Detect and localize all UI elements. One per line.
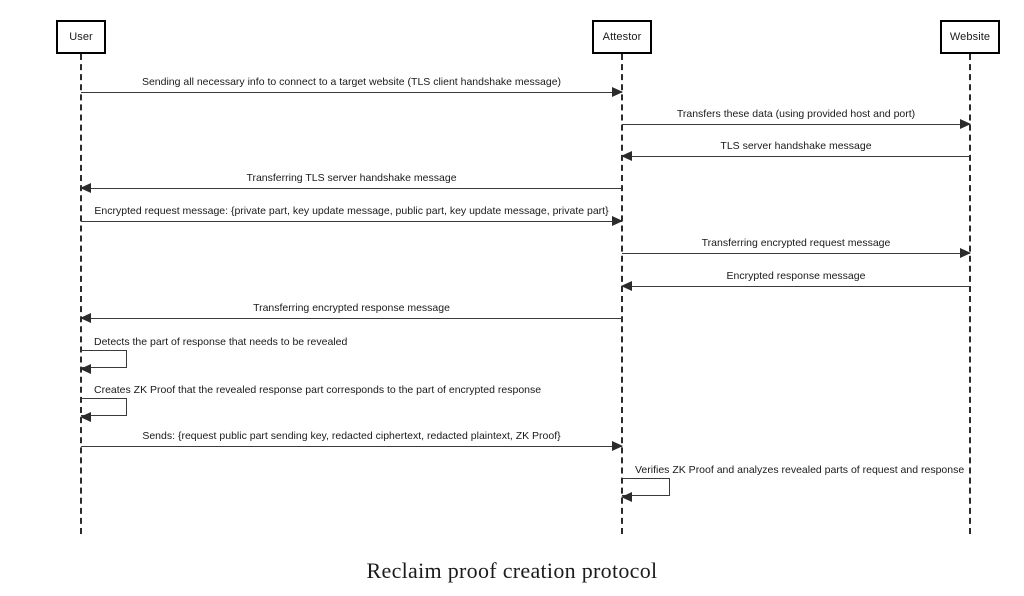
participant-label: Attestor (602, 31, 642, 43)
arrowhead-left-icon (80, 363, 91, 374)
self-message-segment (81, 415, 127, 416)
participant-label: Website (949, 31, 991, 43)
arrowhead-left-icon (80, 183, 91, 193)
self-message-10 (80, 398, 127, 422)
self-message-segment (622, 478, 670, 479)
participant-user: User (56, 20, 106, 54)
self-message-segment (622, 495, 670, 496)
self-message-label: Verifies ZK Proof and analyzes revealed … (635, 464, 965, 476)
message-line (622, 124, 970, 125)
self-message-label: Detects the part of response that needs … (94, 336, 348, 348)
message-line (81, 221, 622, 222)
self-message-segment (669, 478, 670, 496)
participant-label: User (69, 31, 93, 43)
message-label: Encrypted request message: {private part… (94, 205, 609, 217)
message-label: Encrypted response message (726, 270, 866, 282)
figure-caption: Reclaim proof creation protocol (366, 558, 658, 583)
self-message-12 (621, 478, 670, 502)
message-label: Transferring encrypted response message (253, 302, 450, 314)
lifeline-attestor (621, 54, 623, 534)
arrowhead-left-icon (621, 491, 632, 502)
message-label: TLS server handshake message (720, 140, 872, 152)
message-line (81, 92, 622, 93)
self-message-segment (81, 367, 127, 368)
message-label: Transfers these data (using provided hos… (676, 108, 916, 120)
message-line (622, 253, 970, 254)
arrowhead-left-icon (80, 313, 91, 323)
self-message-label: Creates ZK Proof that the revealed respo… (94, 384, 542, 396)
message-label: Transferring TLS server handshake messag… (246, 172, 457, 184)
message-label: Transferring encrypted request message (701, 237, 891, 249)
arrowhead-left-icon (80, 411, 91, 422)
participant-website: Website (940, 20, 1000, 54)
message-line (81, 446, 622, 447)
self-message-segment (126, 350, 127, 368)
self-message-9 (80, 350, 127, 374)
participant-attestor: Attestor (592, 20, 652, 54)
arrowhead-right-icon (612, 441, 623, 451)
message-line (81, 318, 622, 319)
message-label: Sending all necessary info to connect to… (141, 76, 562, 88)
arrowhead-left-icon (621, 151, 632, 161)
message-line (81, 188, 622, 189)
message-line (622, 286, 970, 287)
arrowhead-right-icon (960, 248, 971, 258)
self-message-segment (81, 350, 127, 351)
arrowhead-right-icon (960, 119, 971, 129)
arrowhead-right-icon (612, 87, 623, 97)
lifeline-website (969, 54, 971, 534)
arrowhead-right-icon (612, 216, 623, 226)
self-message-segment (81, 398, 127, 399)
lifeline-user (80, 54, 82, 534)
self-message-segment (126, 398, 127, 416)
arrowhead-left-icon (621, 281, 632, 291)
message-line (622, 156, 970, 157)
message-label: Sends: {request public part sending key,… (142, 430, 561, 442)
